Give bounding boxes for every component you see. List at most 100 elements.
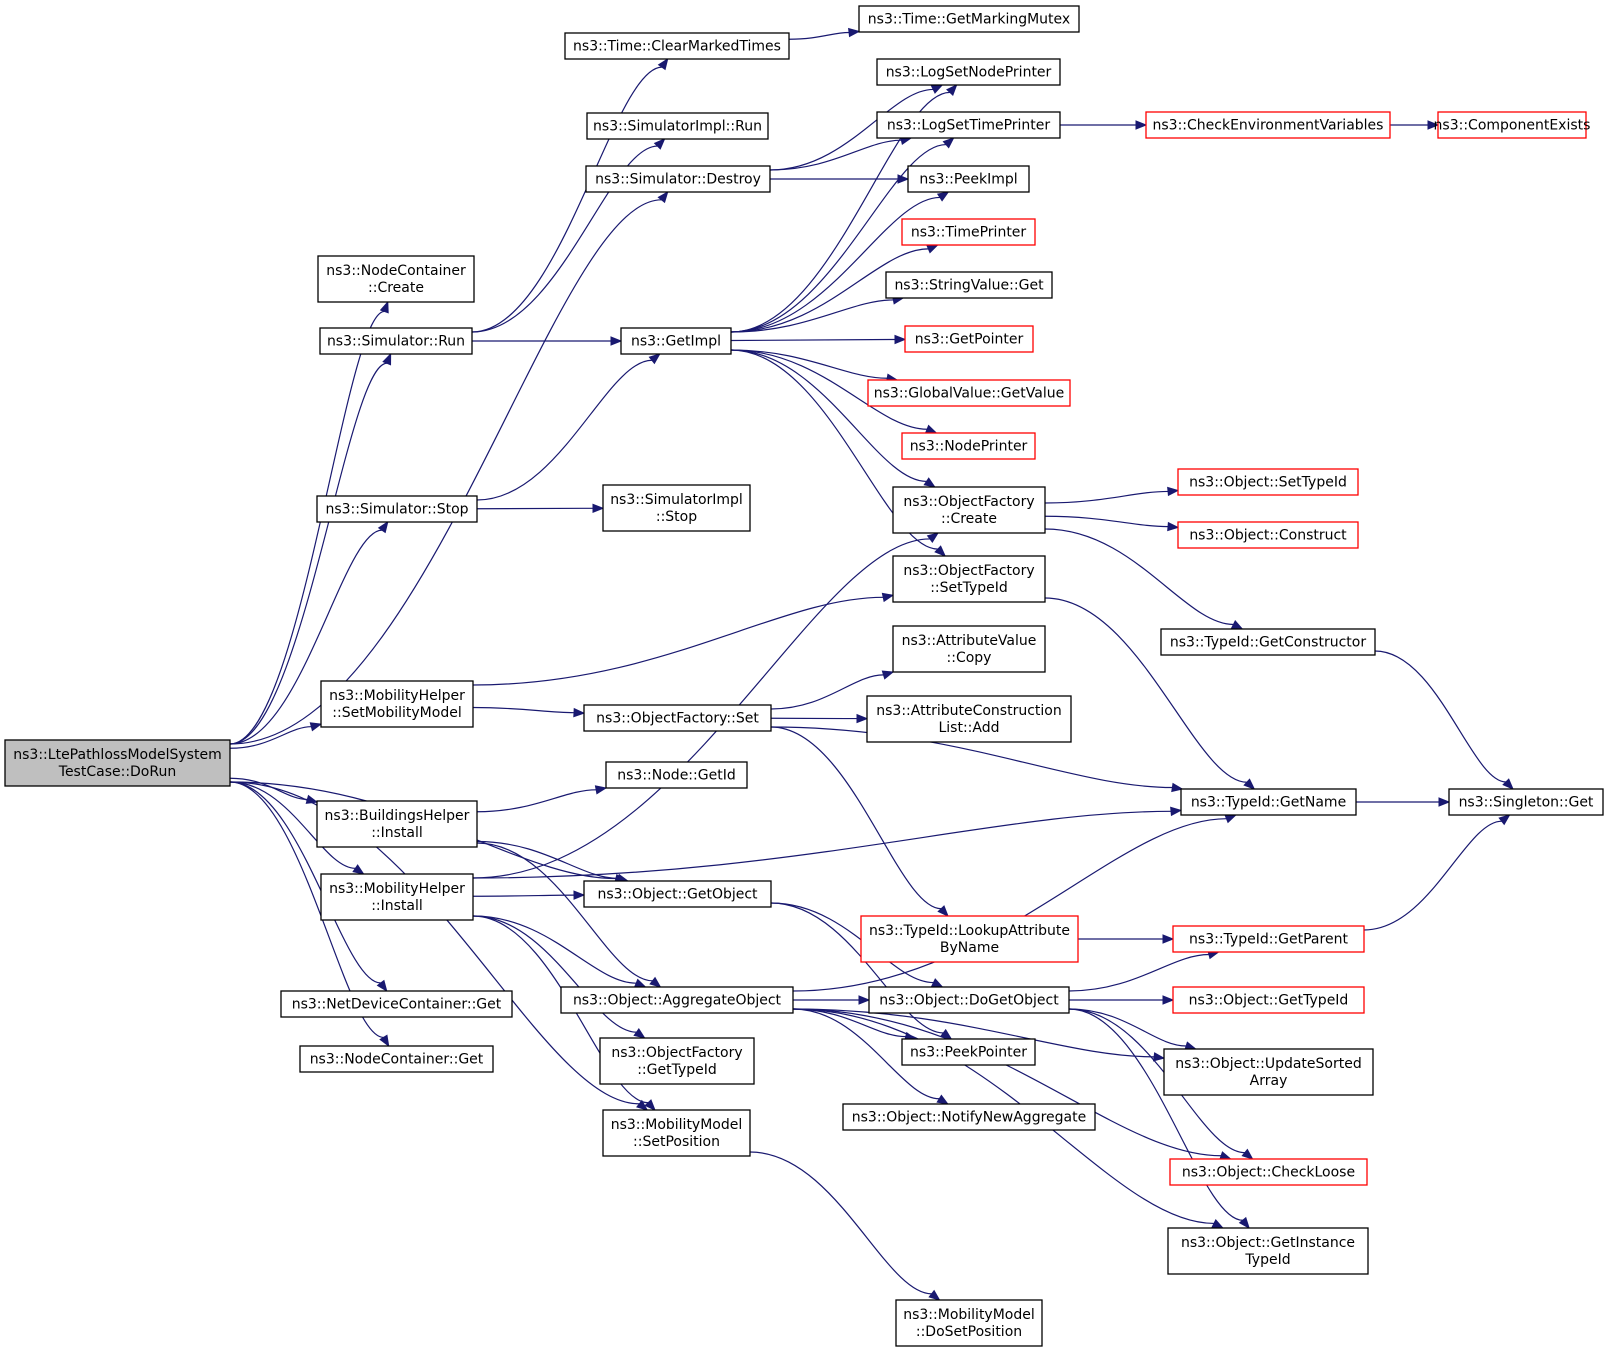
edge-obj_aggregate-to-obj_dogetobject [792,995,871,1005]
arrowhead [936,191,950,202]
node-obj-settypeid[interactable]: ns3::Object::SetTypeId [1177,468,1359,496]
node-tid-getctor[interactable]: ns3::TypeId::GetConstructor [1160,628,1376,656]
node-label: ::SetTypeId [930,580,1008,596]
node-getpointer[interactable]: ns3::GetPointer [904,325,1034,353]
node-sv-get[interactable]: ns3::StringValue::Get [885,271,1053,299]
node-label: ns3::TimePrinter [911,225,1027,241]
node-node-getid[interactable]: ns3::Node::GetId [605,761,748,789]
node-obj-construct[interactable]: ns3::Object::Construct [1177,521,1359,549]
node-label: ::Install [371,898,423,914]
node-nc-create[interactable]: ns3::NodeContainer::Create [317,255,475,303]
node-obj-notify[interactable]: ns3::Object::NotifyNewAggregate [842,1103,1096,1131]
edge-line [730,91,950,333]
arrowhead [1167,486,1180,497]
edge-of_set-to-tid_lookup [770,726,949,917]
node-of-set[interactable]: ns3::ObjectFactory::Set [583,704,772,732]
node-label: TypeId [1244,1252,1290,1268]
node-label: ns3::SimulatorImpl::Run [593,119,762,135]
node-obj-checkloose[interactable]: ns3::Object::CheckLoose [1169,1158,1368,1186]
arrowhead [858,995,871,1005]
node-getimpl[interactable]: ns3::GetImpl [620,327,732,355]
edge-line [770,674,884,710]
node-dorun[interactable]: ns3::LtePathlossModelSystemTestCase::DoR… [4,739,231,787]
node-of-gettypeid[interactable]: ns3::ObjectFactory::GetTypeId [599,1037,755,1085]
node-label: ::Create [941,511,997,527]
node-check-env[interactable]: ns3::CheckEnvironmentVariables [1145,111,1391,139]
arrowhead [934,545,947,557]
arrowhead [592,503,605,514]
node-label: Array [1250,1073,1288,1089]
edge-mh_install-to-obj_aggregate [472,915,647,988]
edge-log_stp-to-check_env [1060,120,1148,130]
node-label: ns3::LtePathlossModelSystem [13,747,221,763]
node-obj-dogetobject[interactable]: ns3::Object::DoGetObject [868,986,1070,1014]
edge-line [770,726,942,910]
edge-line [792,1008,1155,1058]
edge-line [770,902,944,1034]
arrowhead [923,477,936,488]
node-label: ns3::Time::GetMarkingMutex [868,12,1070,28]
edge-dorun-to-mm_setpos [229,781,649,1111]
node-peekpointer[interactable]: ns3::PeekPointer [901,1038,1036,1066]
node-label: ns3::BuildingsHelper [325,808,470,824]
node-mm-setpos[interactable]: ns3::MobilityModel::SetPosition [602,1109,751,1157]
node-box [602,1109,751,1157]
edge-line [749,1151,932,1295]
node-time-gmm[interactable]: ns3::Time::GetMarkingMutex [858,5,1080,33]
arrowhead [657,190,669,204]
node-label: ns3::TypeId::LookupAttribute [869,923,1070,939]
node-obj-getobject[interactable]: ns3::Object::GetObject [583,880,772,908]
node-log-stp[interactable]: ns3::LogSetTimePrinter [876,111,1061,139]
node-label: ns3::LogSetTimePrinter [887,118,1051,134]
node-label: ns3::PeekPointer [910,1045,1027,1061]
node-singleton-get[interactable]: ns3::Singleton::Get [1448,788,1604,816]
node-simimpl-run[interactable]: ns3::SimulatorImpl::Run [586,112,769,140]
node-mh-setmm[interactable]: ns3::MobilityHelper::SetMobilityModel [320,680,474,728]
node-timeprinter[interactable]: ns3::TimePrinter [901,218,1036,246]
node-box [620,327,732,355]
node-label: List::Add [938,720,999,736]
arrowhead [1502,778,1514,790]
node-av-copy[interactable]: ns3::AttributeValue::Copy [892,625,1046,673]
node-obj-gettypeid[interactable]: ns3::Object::GetTypeId [1172,986,1365,1014]
node-ndc-get[interactable]: ns3::NetDeviceContainer::Get [280,990,513,1018]
node-bh-install[interactable]: ns3::BuildingsHelper::Install [316,800,478,848]
node-simimpl-stop[interactable]: ns3::SimulatorImpl::Stop [602,484,751,532]
node-time-cmt[interactable]: ns3::Time::ClearMarkedTimes [564,32,790,60]
node-sim-stop[interactable]: ns3::Simulator::Stop [316,495,478,523]
node-of-create[interactable]: ns3::ObjectFactory::Create [892,486,1046,534]
node-gv-getvalue[interactable]: ns3::GlobalValue::GetValue [867,379,1071,407]
edge-line [476,842,653,982]
edge-line [1363,820,1502,931]
node-box [317,255,475,303]
node-label: ns3::NodePrinter [910,439,1028,455]
edge-line [229,310,385,745]
node-mm-dosetpos[interactable]: ns3::MobilityModel::DoSetPosition [895,1299,1043,1347]
node-sim-destroy[interactable]: ns3::Simulator::Destroy [585,165,771,193]
node-tid-getname[interactable]: ns3::TypeId::GetName [1180,788,1357,816]
node-mh-install[interactable]: ns3::MobilityHelper::Install [320,873,474,921]
arrowhead [1224,814,1238,824]
edge-line [769,139,902,171]
node-tid-getparent[interactable]: ns3::TypeId::GetParent [1172,925,1365,953]
node-label: ns3::ObjectFactory [903,563,1034,579]
node-nodeprinter[interactable]: ns3::NodePrinter [901,432,1036,460]
node-sim-run[interactable]: ns3::Simulator::Run [319,327,473,355]
node-box [904,325,1034,353]
node-of-settypeid[interactable]: ns3::ObjectFactory::SetTypeId [892,555,1046,603]
node-comp-exists[interactable]: ns3::ComponentExists [1434,111,1591,139]
node-box [1169,1158,1368,1186]
node-nc-get[interactable]: ns3::NodeContainer::Get [299,1045,494,1073]
node-peekimpl[interactable]: ns3::PeekImpl [907,165,1030,193]
node-obj-aggregate[interactable]: ns3::Object::AggregateObject [560,986,794,1014]
node-box [320,680,474,728]
node-log-snp[interactable]: ns3::LogSetNodePrinter [876,58,1061,86]
node-label: ns3::Object::GetInstance [1181,1235,1355,1251]
node-label: ns3::Object::Construct [1189,528,1347,544]
node-box [1172,925,1365,953]
